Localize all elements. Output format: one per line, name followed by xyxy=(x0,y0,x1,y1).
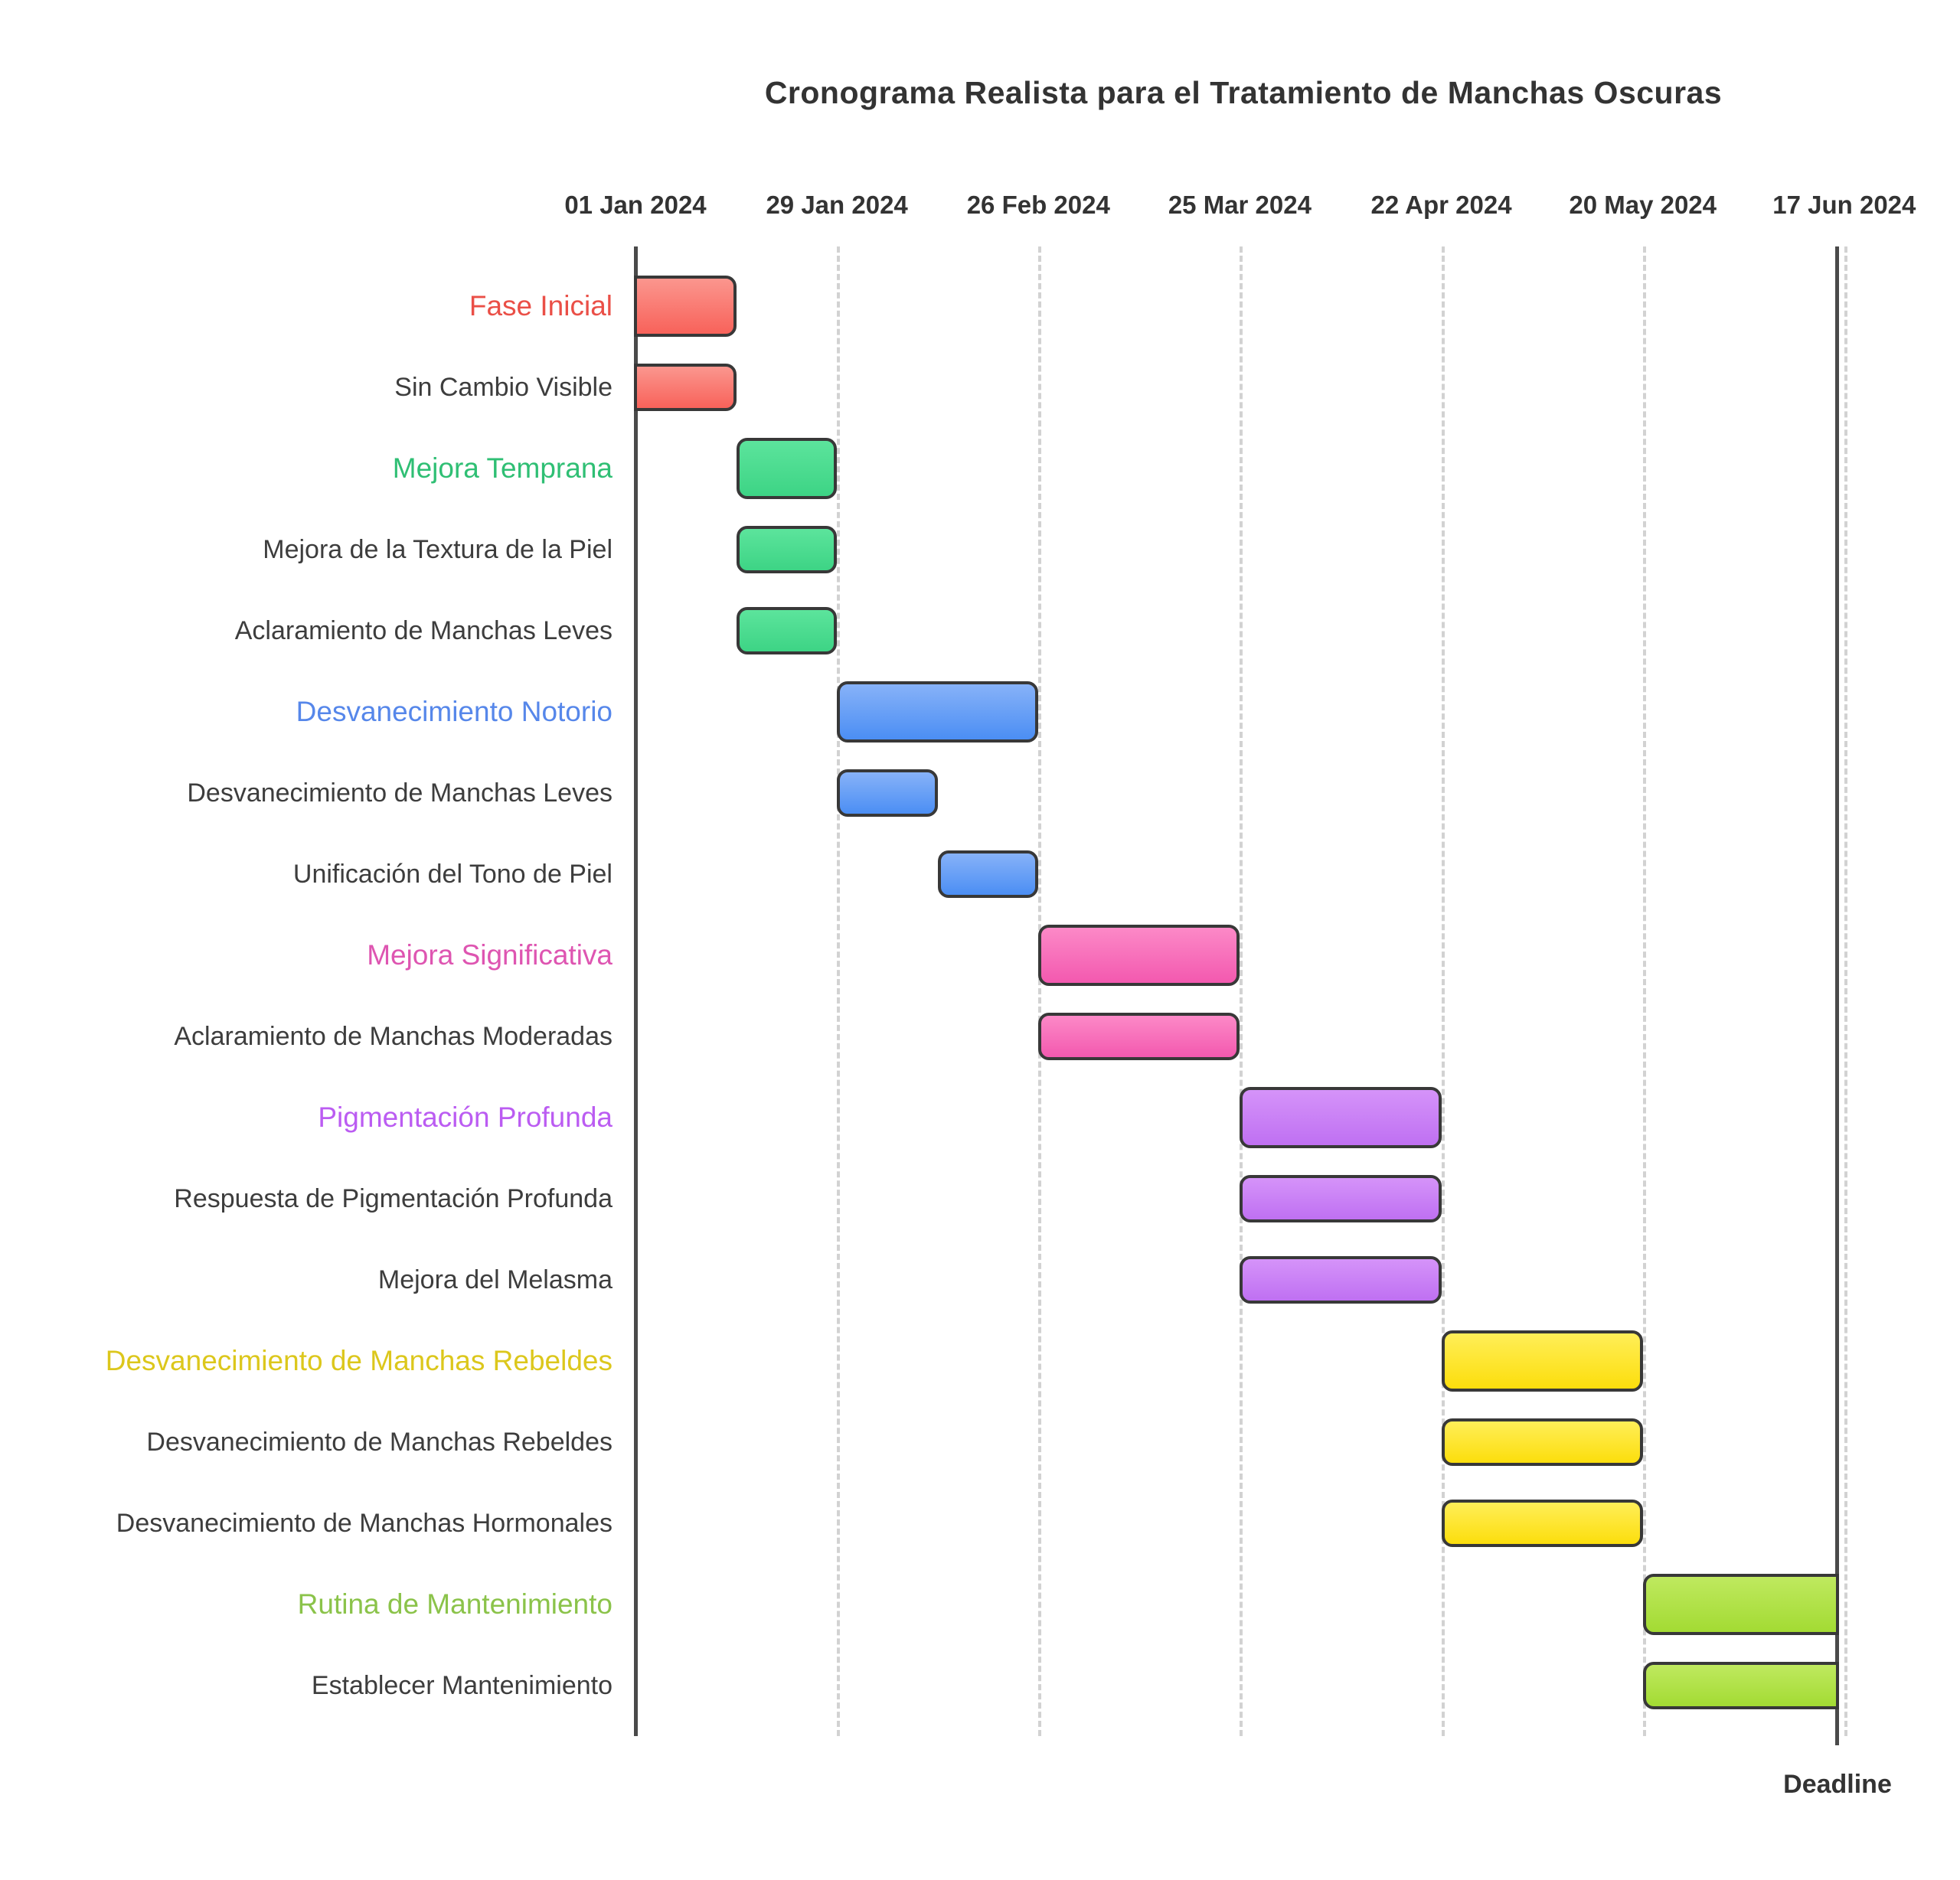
task-bar xyxy=(1038,1013,1240,1060)
task-label: Establecer Mantenimiento xyxy=(311,1670,612,1700)
task-label: Sin Cambio Visible xyxy=(394,372,612,402)
section-label: Mejora Significativa xyxy=(367,939,612,971)
task-label: Desvanecimiento de Manchas Hormonales xyxy=(116,1508,612,1538)
task-bar xyxy=(633,364,737,411)
task-label: Mejora del Melasma xyxy=(377,1265,612,1294)
deadline-line xyxy=(1834,246,1839,1745)
task-label: Unificación del Tono de Piel xyxy=(292,859,612,889)
task-bar xyxy=(1642,1662,1839,1709)
task-label: Mejora de la Textura de la Piel xyxy=(263,534,612,564)
gridline xyxy=(1441,246,1445,1736)
task-bar xyxy=(1441,1418,1643,1466)
section-label: Desvanecimiento de Manchas Rebeldes xyxy=(105,1345,612,1376)
section-bar xyxy=(837,681,1039,743)
task-bar xyxy=(837,769,938,817)
section-label: Pigmentación Profunda xyxy=(318,1102,612,1133)
axis-tick-label: 01 Jan 2024 xyxy=(564,191,707,219)
gridline xyxy=(1844,246,1847,1736)
section-label: Mejora Temprana xyxy=(392,452,612,484)
task-label: Desvanecimiento de Manchas Rebeldes xyxy=(146,1427,612,1457)
axis-tick-label: 26 Feb 2024 xyxy=(966,191,1110,219)
task-label: Aclaramiento de Manchas Moderadas xyxy=(174,1021,612,1051)
task-label: Aclaramiento de Manchas Leves xyxy=(234,615,612,645)
section-label: Desvanecimiento Notorio xyxy=(296,696,612,727)
axis-tick-label: 25 Mar 2024 xyxy=(1168,191,1312,219)
axis-tick-label: 17 Jun 2024 xyxy=(1772,191,1916,219)
deadline-label: Deadline xyxy=(1783,1770,1892,1799)
task-bar xyxy=(736,526,838,573)
section-label: Rutina de Mantenimiento xyxy=(297,1588,612,1620)
gridline xyxy=(1642,246,1646,1736)
chart-title: Cronograma Realista para el Tratamiento … xyxy=(764,75,1723,110)
section-bar xyxy=(1240,1087,1442,1148)
gridline xyxy=(1038,246,1042,1736)
task-bar xyxy=(937,850,1039,898)
axis-tick-label: 29 Jan 2024 xyxy=(766,191,908,219)
gridline xyxy=(837,246,841,1736)
task-bar xyxy=(1240,1256,1442,1304)
task-label: Desvanecimiento de Manchas Leves xyxy=(187,778,612,808)
section-bar xyxy=(633,276,737,337)
axis-tick-label: 20 May 2024 xyxy=(1569,191,1717,219)
task-bar xyxy=(1441,1500,1643,1547)
gridline xyxy=(1240,246,1243,1736)
section-label: Fase Inicial xyxy=(469,290,612,321)
section-bar xyxy=(1038,925,1240,986)
task-label: Respuesta de Pigmentación Profunda xyxy=(174,1183,612,1213)
section-bar xyxy=(1642,1574,1839,1635)
section-bar xyxy=(1441,1330,1643,1392)
section-bar xyxy=(736,438,838,499)
task-bar xyxy=(1240,1175,1442,1222)
task-bar xyxy=(736,607,838,654)
axis-tick-label: 22 Apr 2024 xyxy=(1370,191,1512,219)
axis-line xyxy=(633,246,638,1736)
